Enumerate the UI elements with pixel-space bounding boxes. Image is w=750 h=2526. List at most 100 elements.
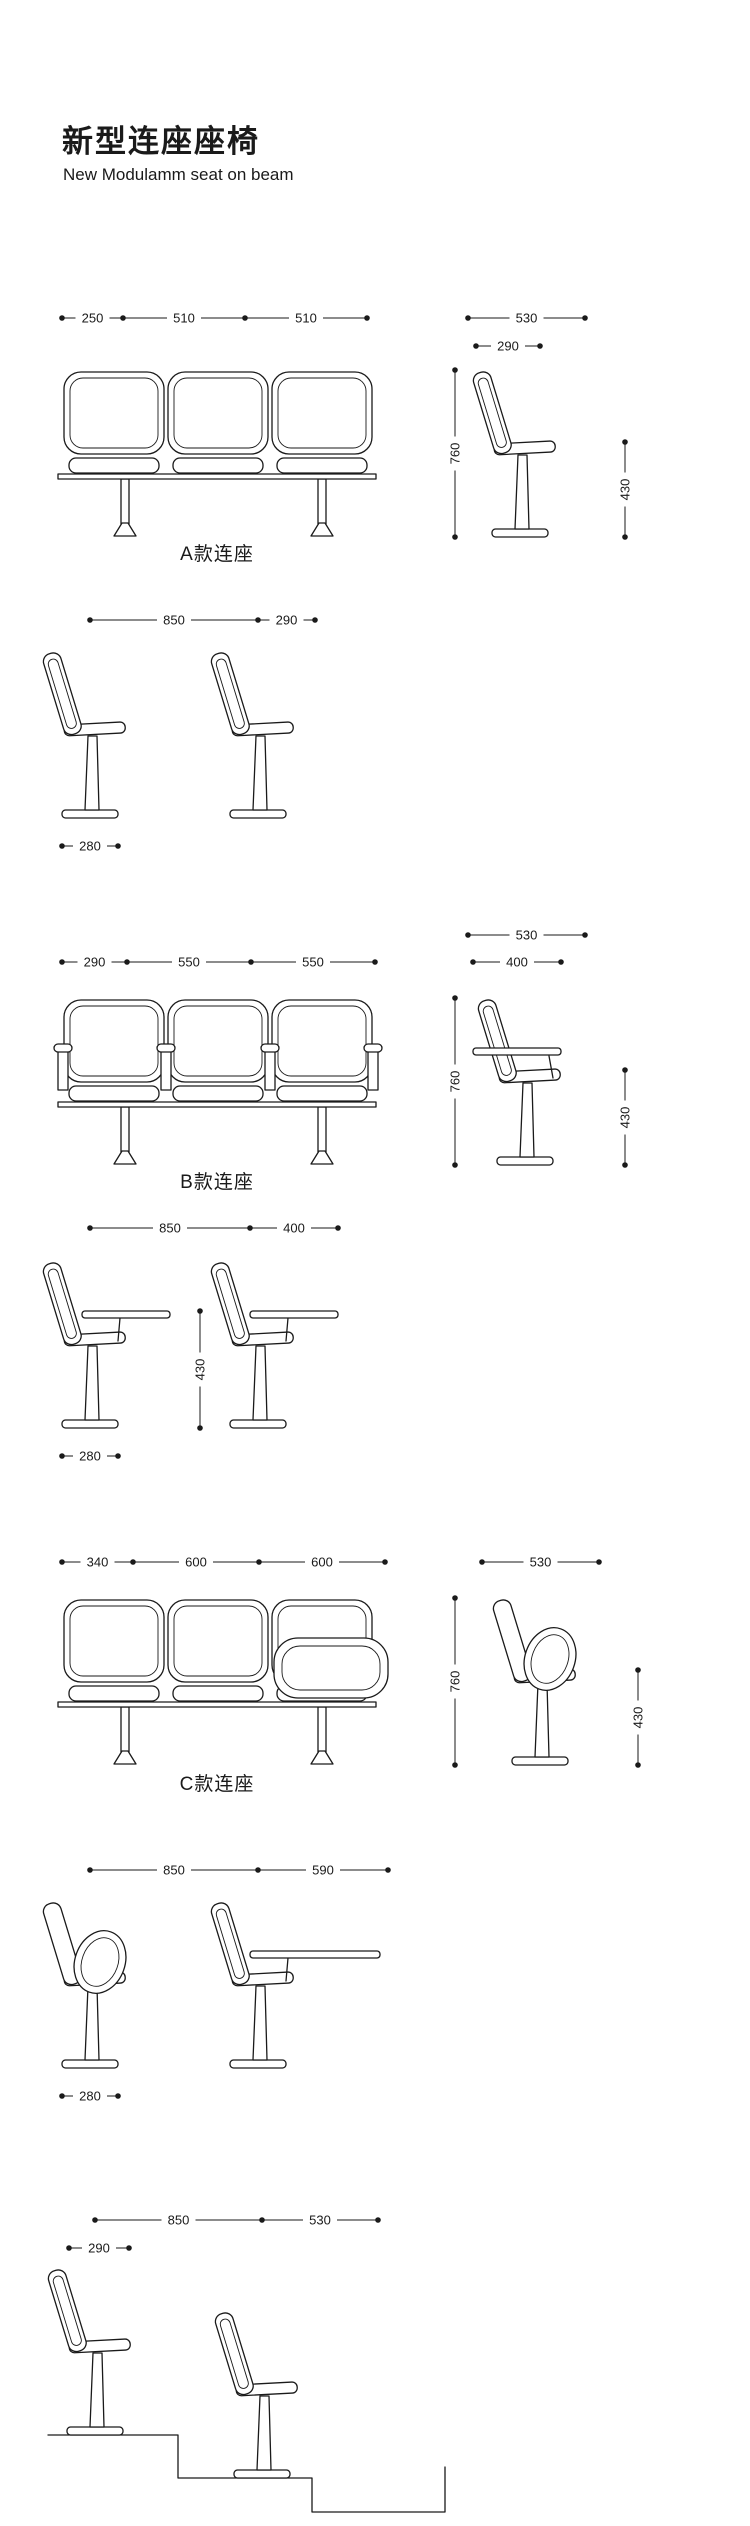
tablet-support	[285, 1317, 289, 1342]
dim-value: 530	[516, 311, 538, 326]
dim-a-front: 250 510 510	[59, 310, 370, 326]
seat-unit	[271, 371, 373, 474]
folded-tablet	[273, 1637, 389, 1699]
c-front-drawing	[57, 1599, 389, 1765]
dim-value: 850	[163, 1863, 185, 1878]
dim-value: 290	[88, 2241, 110, 2256]
writing-tablet	[249, 1310, 339, 1319]
writing-tablet	[81, 1310, 171, 1319]
dim-value: 530	[309, 2213, 331, 2228]
dim-value: 600	[185, 1555, 207, 1570]
front-leg	[310, 1706, 334, 1765]
front-leg	[310, 1106, 334, 1165]
page-title: 新型连座座椅	[62, 124, 260, 159]
beam	[57, 473, 377, 480]
dim-value: 850	[168, 2213, 190, 2228]
dim-value: 280	[79, 1449, 101, 1464]
seat-unit	[167, 1599, 269, 1702]
dim-a-height: 760	[447, 367, 463, 540]
b-front-drawing	[53, 999, 383, 1165]
model-a-pair-view: 850 290 280	[40, 612, 318, 854]
dim-value: 430	[631, 1707, 646, 1729]
seat-unit	[63, 999, 165, 1102]
model-a-side-view: 530 290 760 430	[447, 310, 633, 540]
seat-unit	[167, 999, 269, 1102]
dim-value: 400	[283, 1221, 305, 1236]
front-leg	[113, 1106, 137, 1165]
seat-unit	[167, 371, 269, 474]
side-chair-folded-tablet	[40, 1900, 136, 2069]
dim-c-foot: 280	[59, 2088, 121, 2104]
stepped-installation-view: 850 530 290	[45, 2212, 446, 2513]
model-c-pair-view: 850 590 280	[40, 1862, 391, 2104]
dim-b-side-width: 530	[465, 927, 588, 943]
writing-tablet	[249, 1950, 381, 1959]
front-leg	[310, 478, 334, 537]
dim-value: 430	[618, 479, 633, 501]
dim-value: 550	[302, 955, 324, 970]
a-front-drawing	[57, 371, 377, 537]
dim-value: 290	[276, 613, 298, 628]
side-chair	[208, 1900, 295, 2069]
dim-value: 590	[312, 1863, 334, 1878]
side-chair	[45, 2267, 132, 2436]
dim-value: 760	[448, 1071, 463, 1093]
model-c-front-view: 340 600 600 C款连座	[57, 1554, 389, 1795]
dim-step-seat-depth: 290	[66, 2240, 132, 2256]
dim-a-pair: 850 290	[87, 612, 318, 628]
dim-value: 600	[311, 1555, 333, 1570]
dim-b-height: 760	[447, 995, 463, 1168]
floor-steps	[47, 2434, 446, 2513]
dim-value: 430	[618, 1107, 633, 1129]
dim-b-foot: 280	[59, 1448, 121, 1464]
side-chair-folded-tablet	[490, 1597, 586, 1766]
side-chair	[475, 997, 562, 1166]
dim-value: 850	[159, 1221, 181, 1236]
tablet-support	[117, 1317, 121, 1342]
model-a-label: A款连座	[180, 543, 254, 565]
folded-tablet-inner	[281, 1645, 381, 1691]
dim-b-seat-height: 430	[617, 1067, 633, 1168]
side-chair	[212, 2310, 299, 2479]
beam	[57, 1101, 377, 1108]
dim-step-spacing: 850 530	[92, 2212, 381, 2228]
dim-value: 510	[173, 311, 195, 326]
dim-value: 760	[448, 1671, 463, 1693]
dim-value: 510	[295, 311, 317, 326]
header: 新型连座座椅 New Modulamm seat on beam	[62, 124, 294, 184]
writing-tablet	[472, 1047, 562, 1056]
dim-c-height: 760	[447, 1595, 463, 1768]
dim-a-foot: 280	[59, 838, 121, 854]
dim-b-pair: 850 400	[87, 1220, 341, 1236]
dim-value: 400	[506, 955, 528, 970]
dim-a-seat-height: 430	[617, 439, 633, 540]
model-a-front-view: 250 510 510 A款连座	[57, 310, 377, 565]
dim-c-side-width: 530	[479, 1554, 602, 1570]
dim-value: 250	[82, 311, 104, 326]
dim-a-side-width: 530	[465, 310, 588, 326]
tablet-support	[548, 1055, 554, 1079]
dim-value: 530	[516, 928, 538, 943]
dim-value: 340	[87, 1555, 109, 1570]
dim-b-tablet-height: 430	[192, 1308, 208, 1431]
dim-value: 850	[163, 613, 185, 628]
dim-b-front: 290 550 550	[59, 954, 378, 970]
dim-value: 760	[448, 443, 463, 465]
dim-b-tablet-width: 400	[470, 954, 564, 970]
dim-value: 280	[79, 839, 101, 854]
model-b-pair-view: 850 400 430 280	[40, 1220, 341, 1464]
dim-a-side-depth: 290	[473, 338, 543, 354]
dim-c-front: 340 600 600	[59, 1554, 388, 1570]
model-c-label: C款连座	[180, 1773, 255, 1795]
side-chair	[40, 650, 127, 819]
dim-value: 290	[497, 339, 519, 354]
model-b-label: B款连座	[180, 1171, 254, 1193]
seat-unit	[271, 999, 373, 1102]
side-chair	[40, 1260, 127, 1429]
seat-unit	[63, 1599, 165, 1702]
dim-value: 530	[530, 1555, 552, 1570]
dim-value: 280	[79, 2089, 101, 2104]
page-subtitle: New Modulamm seat on beam	[63, 165, 294, 184]
